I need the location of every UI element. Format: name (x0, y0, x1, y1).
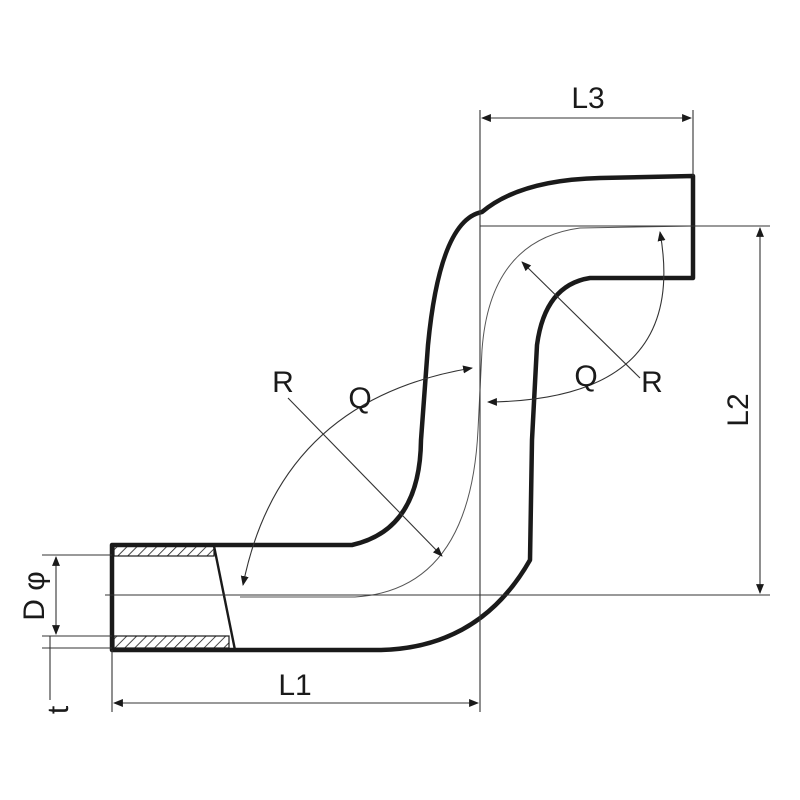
thread-hatching (113, 545, 237, 651)
dimension-l1: L1 (111, 650, 479, 712)
thread-bottom (113, 635, 230, 649)
centerlines (105, 110, 770, 712)
pipe-centerline (240, 225, 694, 598)
dimension-l3: L3 (481, 82, 694, 176)
angle-label-right: Q (574, 360, 597, 393)
radius-label-right: R (641, 366, 663, 399)
radius-label-left: R (272, 366, 294, 399)
l1-label: L1 (278, 669, 311, 702)
angle-arc-right (487, 231, 666, 406)
angle-arc-left (240, 365, 473, 586)
diameter-label: D φ (18, 571, 51, 620)
thickness-label: t (42, 705, 75, 714)
l2-label: L2 (722, 393, 755, 426)
pipe-outer-wall (109, 173, 696, 653)
thread-top (113, 545, 215, 557)
diameter-thickness-annotation: D φ t (18, 554, 112, 714)
angle-label-left: Q (348, 382, 371, 415)
dimension-l2: L2 (722, 227, 764, 594)
thread-end-line (212, 545, 237, 651)
l3-label: L3 (571, 82, 604, 115)
right-bend-annotation: R Q (487, 231, 666, 406)
pipe-body (109, 173, 696, 653)
left-bend-annotation: R Q (240, 365, 473, 586)
